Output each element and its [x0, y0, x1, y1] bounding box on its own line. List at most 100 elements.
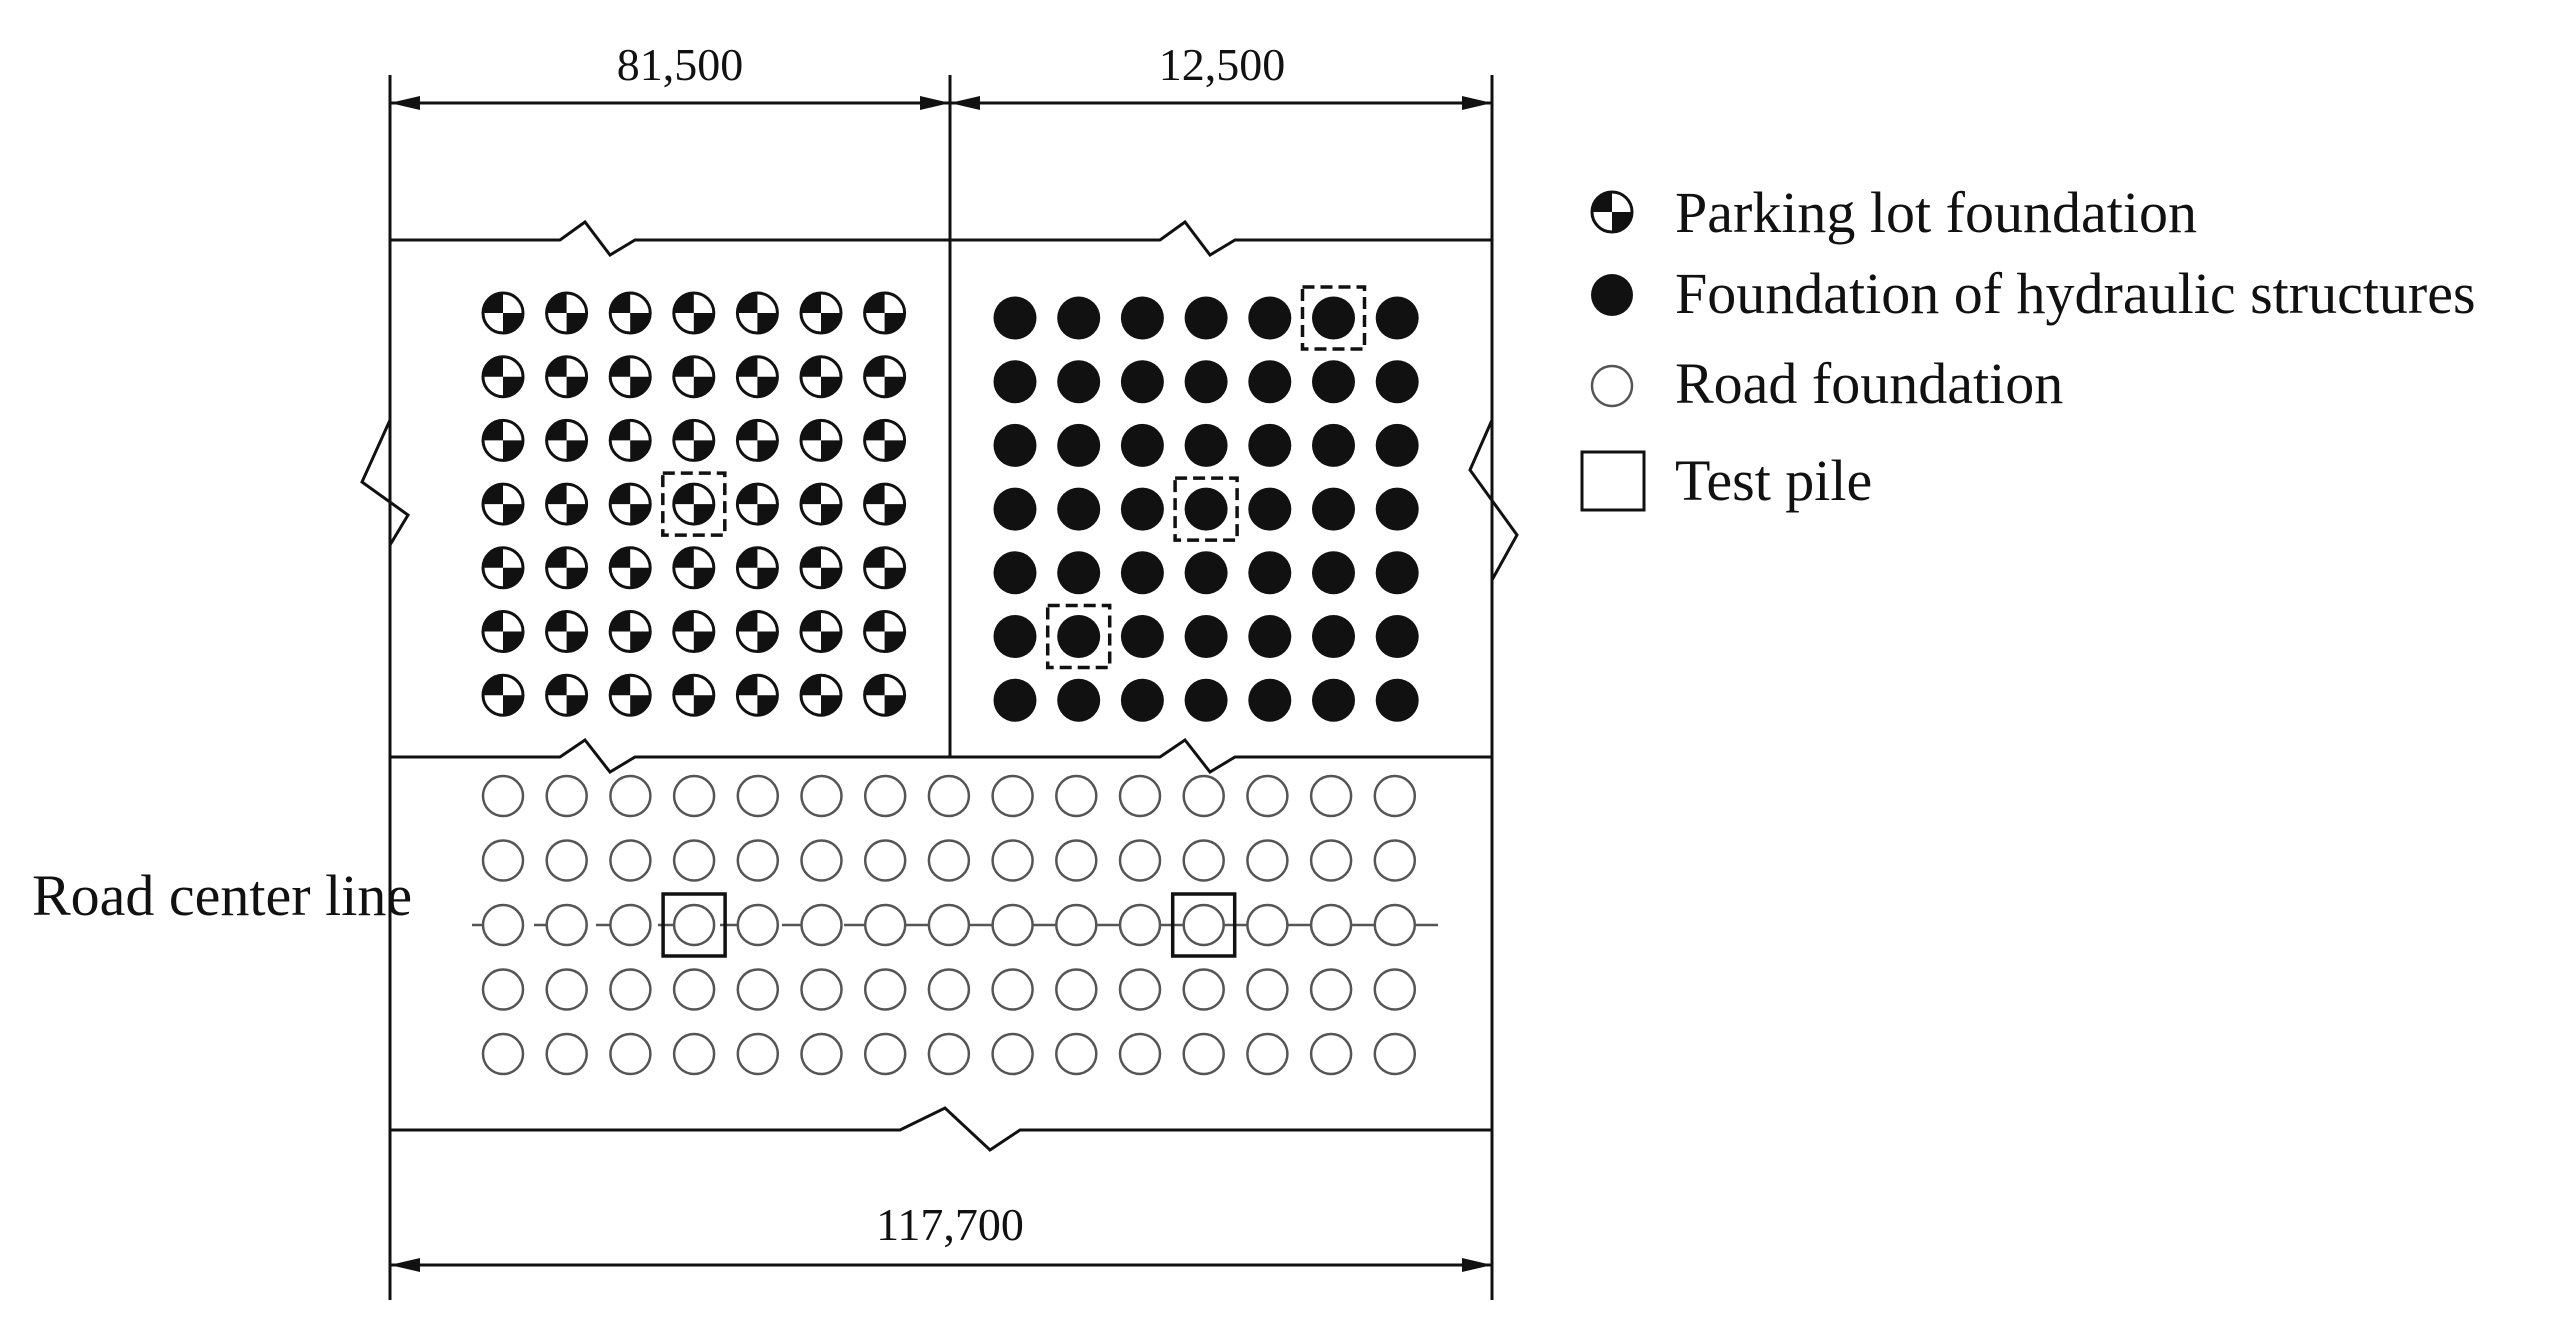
road-pile — [1373, 839, 1417, 882]
test-pile-marker — [1300, 285, 1367, 351]
road-pile — [672, 1032, 716, 1076]
quartered-circle-icon — [1590, 190, 1634, 234]
hydraulic-pile — [1312, 678, 1355, 722]
hydraulic-pile — [1057, 678, 1101, 722]
hydraulic-pile — [1120, 360, 1164, 404]
parking-pile — [481, 610, 525, 653]
open-circle-icon — [1590, 364, 1634, 408]
parking-pile — [672, 673, 716, 717]
parking-pile — [863, 673, 907, 717]
road-pile — [991, 968, 1034, 1011]
road-pile — [863, 774, 907, 818]
hydraulic-pile — [1120, 551, 1164, 595]
road-pile — [736, 1032, 780, 1076]
hydraulic-pile — [1248, 678, 1292, 722]
road-pile — [1182, 903, 1225, 947]
road-pile — [736, 968, 780, 1011]
dimension-hydraulic-width: 12,500 — [1159, 39, 1286, 90]
road-pile — [1182, 839, 1225, 882]
road-pile — [1182, 1032, 1225, 1076]
road-pile — [1246, 903, 1289, 947]
road-pile — [1055, 839, 1098, 882]
dimension-parking-width: 81,500 — [617, 39, 744, 90]
road-pile — [991, 903, 1034, 947]
test-pile-marker — [1045, 603, 1112, 670]
parking-pile — [481, 482, 525, 526]
parking-pile — [545, 673, 589, 717]
parking-pile — [545, 418, 589, 462]
road-pile — [800, 1032, 843, 1076]
road-pile — [1309, 968, 1353, 1011]
road-pile — [1182, 968, 1225, 1011]
road-pile — [609, 774, 652, 818]
road-pile — [1373, 774, 1417, 818]
parking-pile — [672, 291, 716, 335]
legend: Parking lot foundation Foundation of hyd… — [1580, 180, 2476, 513]
test-pile-marker — [1170, 892, 1237, 958]
parking-pile — [735, 610, 779, 653]
hydraulic-pile — [993, 296, 1037, 340]
parking-pile — [545, 546, 589, 590]
parking-pile — [799, 673, 843, 717]
road-pile — [800, 968, 843, 1011]
hydraulic-pile — [1312, 615, 1355, 658]
road-pile — [800, 774, 843, 818]
parking-pile — [672, 546, 716, 590]
hydraulic-pile — [1057, 360, 1101, 404]
parking-pile — [799, 418, 843, 462]
road-pile — [1373, 1032, 1417, 1076]
hydraulic-pile — [1375, 487, 1419, 531]
road-pile — [991, 1032, 1034, 1076]
parking-pile — [735, 355, 779, 399]
hydraulic-pile — [1057, 487, 1101, 531]
road-pile — [800, 839, 843, 882]
road-pile — [927, 1032, 971, 1076]
legend-item-hydraulic: Foundation of hydraulic structures — [1591, 261, 2476, 326]
hydraulic-pile — [1312, 551, 1355, 595]
road-pile — [863, 903, 907, 947]
dimension-total-width: 117,700 — [876, 1199, 1024, 1250]
road-pile — [736, 839, 780, 882]
hydraulic-pile — [1057, 551, 1101, 595]
road-pile — [927, 839, 971, 882]
hydraulic-pile — [1375, 423, 1419, 467]
parking-pile — [545, 291, 589, 335]
hydraulic-pile — [1248, 615, 1292, 658]
road-pile — [1246, 774, 1289, 818]
road-pile — [1309, 774, 1353, 818]
hydraulic-pile — [993, 423, 1037, 467]
road-pile — [1118, 839, 1162, 882]
hydraulic-pile — [1375, 551, 1419, 595]
road-pile-group — [481, 774, 1417, 1076]
road-pile — [545, 774, 588, 818]
parking-pile — [608, 418, 652, 462]
road-pile — [736, 774, 780, 818]
hydraulic-pile — [1248, 487, 1292, 531]
parking-pile — [545, 610, 589, 653]
road-pile — [927, 968, 971, 1011]
road-pile — [672, 968, 716, 1011]
hydraulic-pile — [993, 615, 1037, 658]
hydraulic-pile — [1312, 296, 1355, 340]
road-pile — [609, 1032, 652, 1076]
legend-item-test-pile: Test pile — [1580, 448, 1872, 513]
road-pile — [481, 1032, 525, 1076]
parking-pile — [481, 418, 525, 462]
parking-pile — [608, 355, 652, 399]
parking-pile — [799, 610, 843, 653]
hydraulic-pile — [993, 678, 1037, 722]
parking-pile — [735, 482, 779, 526]
road-pile — [1118, 968, 1162, 1011]
road-pile — [545, 839, 588, 882]
hydraulic-pile — [1120, 615, 1164, 658]
bottom-boundary-line — [390, 1106, 1492, 1152]
hydraulic-pile — [1120, 678, 1164, 722]
hydraulic-pile — [1248, 423, 1292, 467]
road-pile — [1373, 968, 1417, 1011]
dimension-arrowheads — [390, 96, 1492, 1272]
parking-pile — [608, 291, 652, 335]
road-center-label: Road center line — [32, 863, 412, 928]
parking-pile — [735, 546, 779, 590]
road-pile — [481, 839, 525, 882]
